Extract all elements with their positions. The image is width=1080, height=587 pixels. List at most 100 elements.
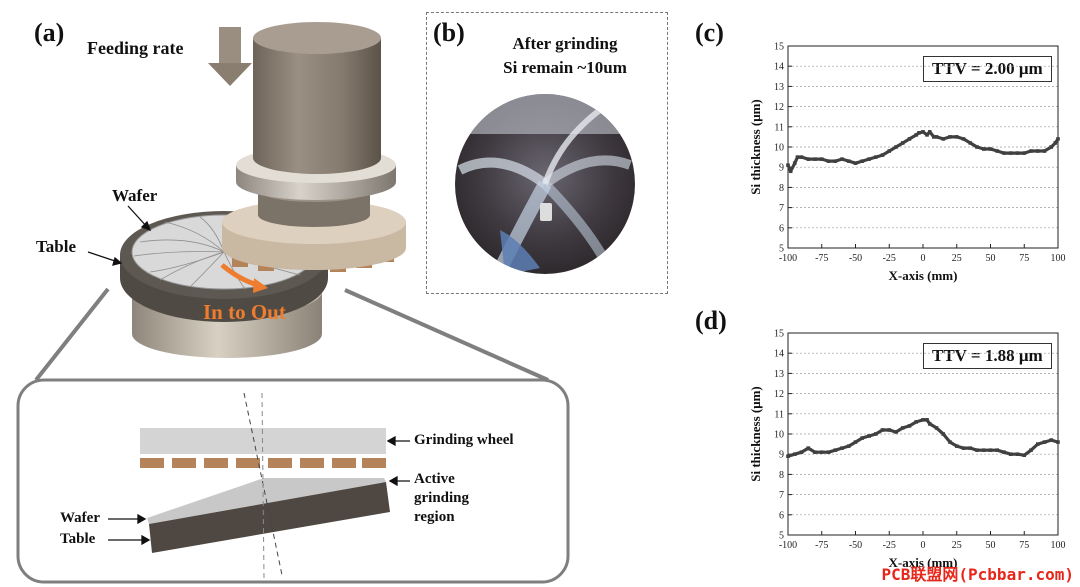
data-point-c: [873, 155, 878, 159]
zoom-pointer-arrows: [108, 435, 410, 546]
zoom-line-left: [34, 287, 110, 382]
y-tick-label-d: 10: [774, 430, 784, 441]
watermark: PCB联盟网(Pcbbar.com): [881, 565, 1075, 584]
data-point-d: [954, 444, 959, 448]
data-point-c: [900, 141, 905, 145]
data-point-c: [1008, 151, 1013, 155]
data-point-d: [948, 440, 952, 444]
data-point-c: [948, 135, 952, 139]
panel-d-label: (d): [695, 306, 727, 335]
feeding-rate-label: Feeding rate: [87, 38, 184, 58]
data-point-d: [833, 448, 838, 452]
grinding-wheel-assembly: [222, 22, 406, 272]
x-tick-label-d: -50: [849, 540, 862, 551]
data-point-c: [961, 137, 966, 141]
ttv-label-d: TTV = 1.88 μm: [923, 343, 1052, 369]
data-point-d: [975, 448, 979, 452]
y-tick-label-c: 13: [774, 82, 784, 93]
data-point-c: [788, 169, 793, 174]
data-point-c: [1042, 149, 1047, 153]
zoom-line-right: [344, 288, 549, 382]
data-point-d: [914, 420, 919, 424]
zoom-grinding-wheel-label: Grinding wheel: [414, 432, 514, 448]
x-tick-label-c: -100: [779, 253, 797, 264]
y-tick-label-d: 13: [774, 369, 784, 380]
in-to-out-label: In to Out: [203, 300, 286, 324]
x-tick-label-c: 50: [986, 253, 996, 264]
data-point-d: [853, 440, 858, 444]
data-point-d: [900, 426, 905, 430]
data-point-d: [1029, 448, 1033, 452]
y-axis-title-d: Si thickness (μm): [748, 386, 763, 482]
data-point-d: [786, 454, 790, 459]
ttv-label-c: TTV = 2.00 μm: [923, 56, 1052, 82]
data-point-c: [833, 159, 838, 163]
panel-a-label: (a): [34, 18, 65, 47]
data-point-d: [925, 418, 929, 422]
y-tick-label-c: 10: [774, 143, 784, 154]
x-axis-title-d: X-axis (mm): [889, 555, 958, 570]
data-point-c: [1029, 149, 1033, 153]
y-tick-label-c: 8: [779, 183, 784, 194]
data-point-d: [981, 448, 986, 452]
data-point-c: [1049, 145, 1054, 149]
data-point-d: [1049, 438, 1054, 442]
table-label: Table: [36, 237, 77, 256]
data-point-d: [840, 446, 844, 450]
data-point-d: [887, 428, 892, 432]
data-point-d: [799, 450, 804, 454]
data-point-d: [1056, 440, 1060, 444]
data-point-c: [846, 159, 851, 163]
feeding-arrow: [208, 27, 252, 86]
data-point-c: [795, 155, 800, 159]
data-point-d: [934, 426, 939, 430]
data-point-d: [867, 434, 871, 438]
data-point-c: [1002, 151, 1006, 155]
data-point-c: [921, 130, 925, 134]
data-point-c: [860, 159, 865, 163]
data-point-c: [934, 135, 939, 139]
data-point-d: [792, 452, 797, 456]
data-point-d: [826, 450, 831, 454]
data-point-d: [873, 432, 878, 436]
x-tick-label-c: -75: [815, 253, 828, 264]
main-pointer-arrows: [87, 205, 152, 266]
x-tick-label-d: 75: [1019, 540, 1029, 551]
data-point-c: [995, 149, 1000, 153]
y-tick-label-d: 12: [774, 389, 784, 400]
panel-b-line2: Si remain ~10um: [503, 58, 627, 77]
data-point-c: [819, 157, 824, 161]
data-point-c: [988, 147, 993, 151]
data-point-d: [846, 444, 851, 448]
data-point-c: [786, 163, 790, 167]
data-point-c: [813, 157, 817, 161]
data-point-c: [925, 133, 929, 137]
data-point-c: [894, 145, 898, 149]
data-point-c: [826, 159, 831, 163]
data-point-d: [1015, 452, 1020, 456]
x-tick-label-c: 25: [952, 253, 962, 264]
data-point-d: [860, 436, 865, 440]
data-point-c: [932, 135, 936, 139]
x-tick-label-c: 75: [1019, 253, 1029, 264]
data-point-d: [927, 422, 932, 426]
data-point-c: [917, 131, 921, 135]
x-tick-label-d: -25: [883, 540, 896, 551]
x-tick-label-d: -75: [815, 540, 828, 551]
in-to-out-arrow: [220, 263, 268, 293]
zoom-active-line3: region: [414, 509, 455, 525]
data-point-d: [1035, 442, 1040, 446]
y-tick-label-c: 15: [774, 42, 784, 53]
zoom-active-line1: Active: [414, 471, 455, 487]
data-point-c: [1015, 151, 1020, 155]
y-axis-title-c: Si thickness (μm): [748, 99, 763, 195]
data-point-d: [961, 446, 966, 450]
data-point-c: [914, 133, 919, 137]
x-tick-label-d: 100: [1051, 540, 1066, 551]
data-point-c: [799, 155, 804, 159]
data-point-c: [853, 161, 858, 165]
zoom-wafer-label: Wafer: [60, 510, 100, 526]
data-point-c: [792, 161, 797, 165]
